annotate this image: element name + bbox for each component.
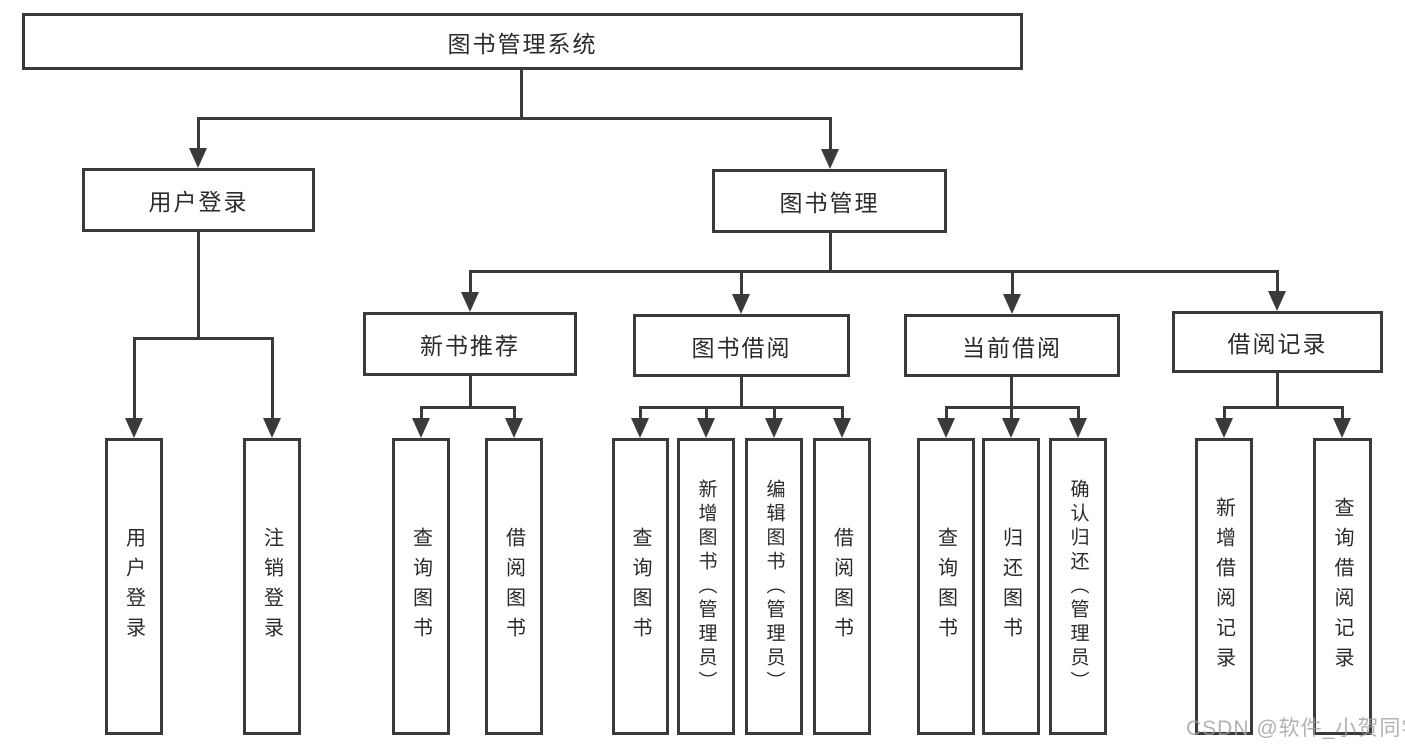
connector-stem-query-books-b — [639, 406, 642, 420]
leaf-add-books-admin: 新增图书（管理员） — [677, 438, 735, 735]
leaf-logout: 注销登录 — [243, 438, 301, 735]
connector-stem-query-books-c — [945, 406, 948, 420]
leaf-logout-label: 注销登录 — [260, 526, 283, 647]
connector-current-borrowing-stub — [1010, 377, 1013, 406]
node-user-login-label: 用户登录 — [148, 189, 249, 215]
node-book-borrowing-label: 图书借阅 — [691, 334, 792, 361]
leaf-edit-books-admin-label: 编辑图书（管理员） — [763, 478, 785, 695]
connector-stem-leaf-logout — [271, 337, 274, 419]
connector-stem-borrow-books-b — [841, 406, 844, 420]
leaf-add-borrow-record: 新增借阅记录 — [1195, 438, 1253, 735]
arrowhead-borrowing-records — [1268, 291, 1286, 311]
node-book-borrowing: 图书借阅 — [633, 314, 850, 377]
leaf-add-borrow-record-label: 新增借阅记录 — [1212, 496, 1235, 677]
node-borrowing-records-label: 借阅记录 — [1227, 331, 1328, 357]
connector-stem-return-books — [1010, 406, 1013, 420]
arrowhead-book-management — [821, 149, 839, 169]
node-current-borrowing: 当前借阅 — [904, 314, 1120, 377]
connector-borrowing-records-rail — [1223, 406, 1343, 409]
arrowhead-query-books-b — [631, 418, 649, 438]
leaf-query-books-current-label: 查询图书 — [934, 526, 957, 647]
connector-stem-new-book — [469, 270, 472, 294]
leaf-query-books-borrowing: 查询图书 — [612, 438, 669, 735]
connector-stem-leaf-user-login — [133, 337, 136, 419]
arrowhead-book-borrowing — [732, 294, 750, 314]
leaf-query-books-recommend-label: 查询图书 — [409, 526, 432, 647]
leaf-confirm-return-admin-label: 确认归还（管理员） — [1067, 478, 1089, 695]
leaf-confirm-return-admin: 确认归还（管理员） — [1049, 438, 1107, 735]
connector-new-book-stub — [469, 376, 472, 406]
connector-stem-query-record — [1341, 406, 1344, 420]
arrowhead-leaf-logout — [263, 418, 281, 438]
arrowhead-new-book — [461, 292, 479, 312]
arrowhead-current-borrowing — [1003, 294, 1021, 314]
arrowhead-query-books-a — [412, 418, 430, 438]
connector-stem-query-books-a — [420, 406, 423, 420]
connector-level2-rail — [197, 117, 832, 120]
connector-level3-rail — [469, 270, 1279, 273]
connector-stem-current-borrowing — [1011, 270, 1014, 296]
arrowhead-add-record — [1215, 418, 1233, 438]
connector-stem-book-borrowing — [740, 270, 743, 296]
connector-stem-add-record — [1223, 406, 1226, 420]
arrowhead-return-books — [1002, 418, 1020, 438]
connector-book-borrowing-stub — [740, 377, 743, 406]
leaf-borrow-books-recommend: 借阅图书 — [485, 438, 543, 735]
connector-book-management-stub — [829, 233, 832, 270]
node-book-management-label: 图书管理 — [779, 190, 880, 216]
connector-stem-user-login — [197, 117, 200, 150]
leaf-query-borrow-record: 查询借阅记录 — [1313, 438, 1372, 735]
node-book-management: 图书管理 — [712, 169, 947, 233]
arrowhead-borrow-books-a — [505, 418, 523, 438]
leaf-edit-books-admin: 编辑图书（管理员） — [745, 438, 803, 735]
leaf-borrow-books-borrowing: 借阅图书 — [813, 438, 871, 735]
leaf-query-books-borrowing-label: 查询图书 — [629, 526, 651, 647]
node-new-book-recommend-label: 新书推荐 — [420, 333, 520, 359]
leaf-query-borrow-record-label: 查询借阅记录 — [1331, 496, 1353, 677]
leaf-borrow-books-recommend-label: 借阅图书 — [502, 526, 525, 647]
connector-stem-borrow-books-a — [513, 406, 516, 420]
node-root-label: 图书管理系统 — [447, 30, 598, 57]
connector-user-login-rail — [133, 337, 273, 340]
connector-book-borrowing-rail — [639, 406, 843, 409]
leaf-add-books-admin-label: 新增图书（管理员） — [695, 478, 717, 695]
connector-stem-confirm-return — [1077, 406, 1080, 420]
connector-user-login-stub — [197, 232, 200, 337]
leaf-query-books-recommend: 查询图书 — [392, 438, 450, 735]
connector-stem-borrowing-records — [1276, 270, 1279, 293]
arrowhead-borrow-books-b — [833, 418, 851, 438]
node-borrowing-records: 借阅记录 — [1172, 311, 1383, 373]
leaf-return-books: 归还图书 — [982, 438, 1040, 735]
arrowhead-confirm-return — [1069, 418, 1087, 438]
node-user-login: 用户登录 — [82, 168, 315, 232]
leaf-user-login-label: 用户登录 — [122, 526, 145, 647]
connector-root-stub — [520, 70, 523, 117]
node-root: 图书管理系统 — [22, 13, 1023, 70]
arrowhead-user-login — [189, 148, 207, 168]
connector-new-book-rail — [420, 406, 515, 409]
leaf-user-login: 用户登录 — [105, 438, 163, 735]
arrowhead-query-record — [1333, 418, 1351, 438]
leaf-query-books-current: 查询图书 — [917, 438, 975, 735]
csdn-watermark: CSDN @软件_小贺同学 — [1186, 717, 1405, 740]
node-current-borrowing-label: 当前借阅 — [962, 334, 1062, 361]
connector-stem-add-books — [705, 406, 708, 420]
connector-stem-edit-books — [773, 406, 776, 420]
arrowhead-edit-books — [765, 418, 783, 438]
leaf-borrow-books-borrowing-label: 借阅图书 — [830, 526, 853, 647]
connector-borrowing-records-stub — [1276, 373, 1279, 406]
connector-stem-book-management — [829, 117, 832, 150]
arrowhead-add-books — [697, 418, 715, 438]
arrowhead-query-books-c — [937, 418, 955, 438]
arrowhead-leaf-user-login — [125, 418, 143, 438]
node-new-book-recommend: 新书推荐 — [363, 312, 577, 376]
leaf-return-books-label: 归还图书 — [999, 526, 1022, 647]
